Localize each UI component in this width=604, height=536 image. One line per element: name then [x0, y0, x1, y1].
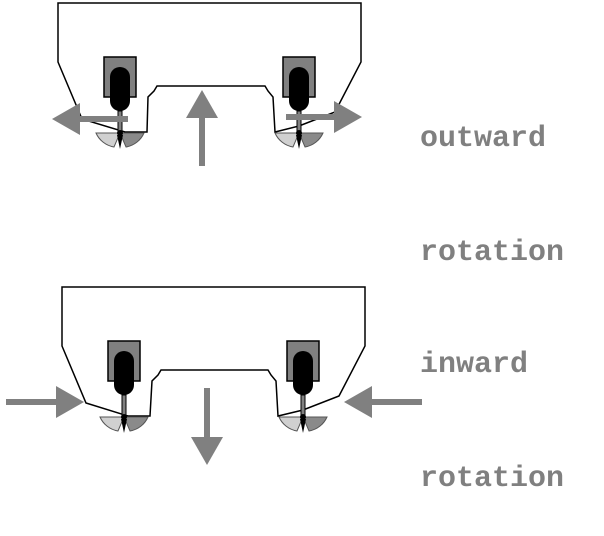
label-outward-line1: outward: [420, 122, 547, 156]
right-thruster-bottom: [278, 340, 328, 434]
label-inward-line1: inward: [420, 348, 529, 382]
hull-outline-bottom: [61, 286, 366, 417]
arrow-right-outward: [286, 101, 362, 133]
label-outward-line2: rotation: [420, 236, 565, 270]
left-thruster-top: [95, 56, 145, 150]
left-thruster-bottom: [99, 340, 149, 434]
diagram-canvas: [6, 2, 422, 465]
label-inward-rotation: inward rotation: [420, 270, 564, 536]
panel-inward-rotation: [6, 286, 422, 465]
label-outward-rotation: outward rotation: [420, 44, 564, 310]
right-thruster-top: [274, 56, 324, 150]
label-inward-line2: rotation: [420, 462, 565, 496]
arrow-right-inward: [344, 386, 422, 418]
hull-outline-top: [57, 2, 362, 133]
arrow-reverse-down: [191, 388, 223, 465]
arrow-left-inward: [6, 386, 84, 418]
panel-outward-rotation: [52, 2, 362, 166]
arrow-forward-up: [186, 90, 218, 166]
arrow-left-outward: [52, 103, 128, 135]
